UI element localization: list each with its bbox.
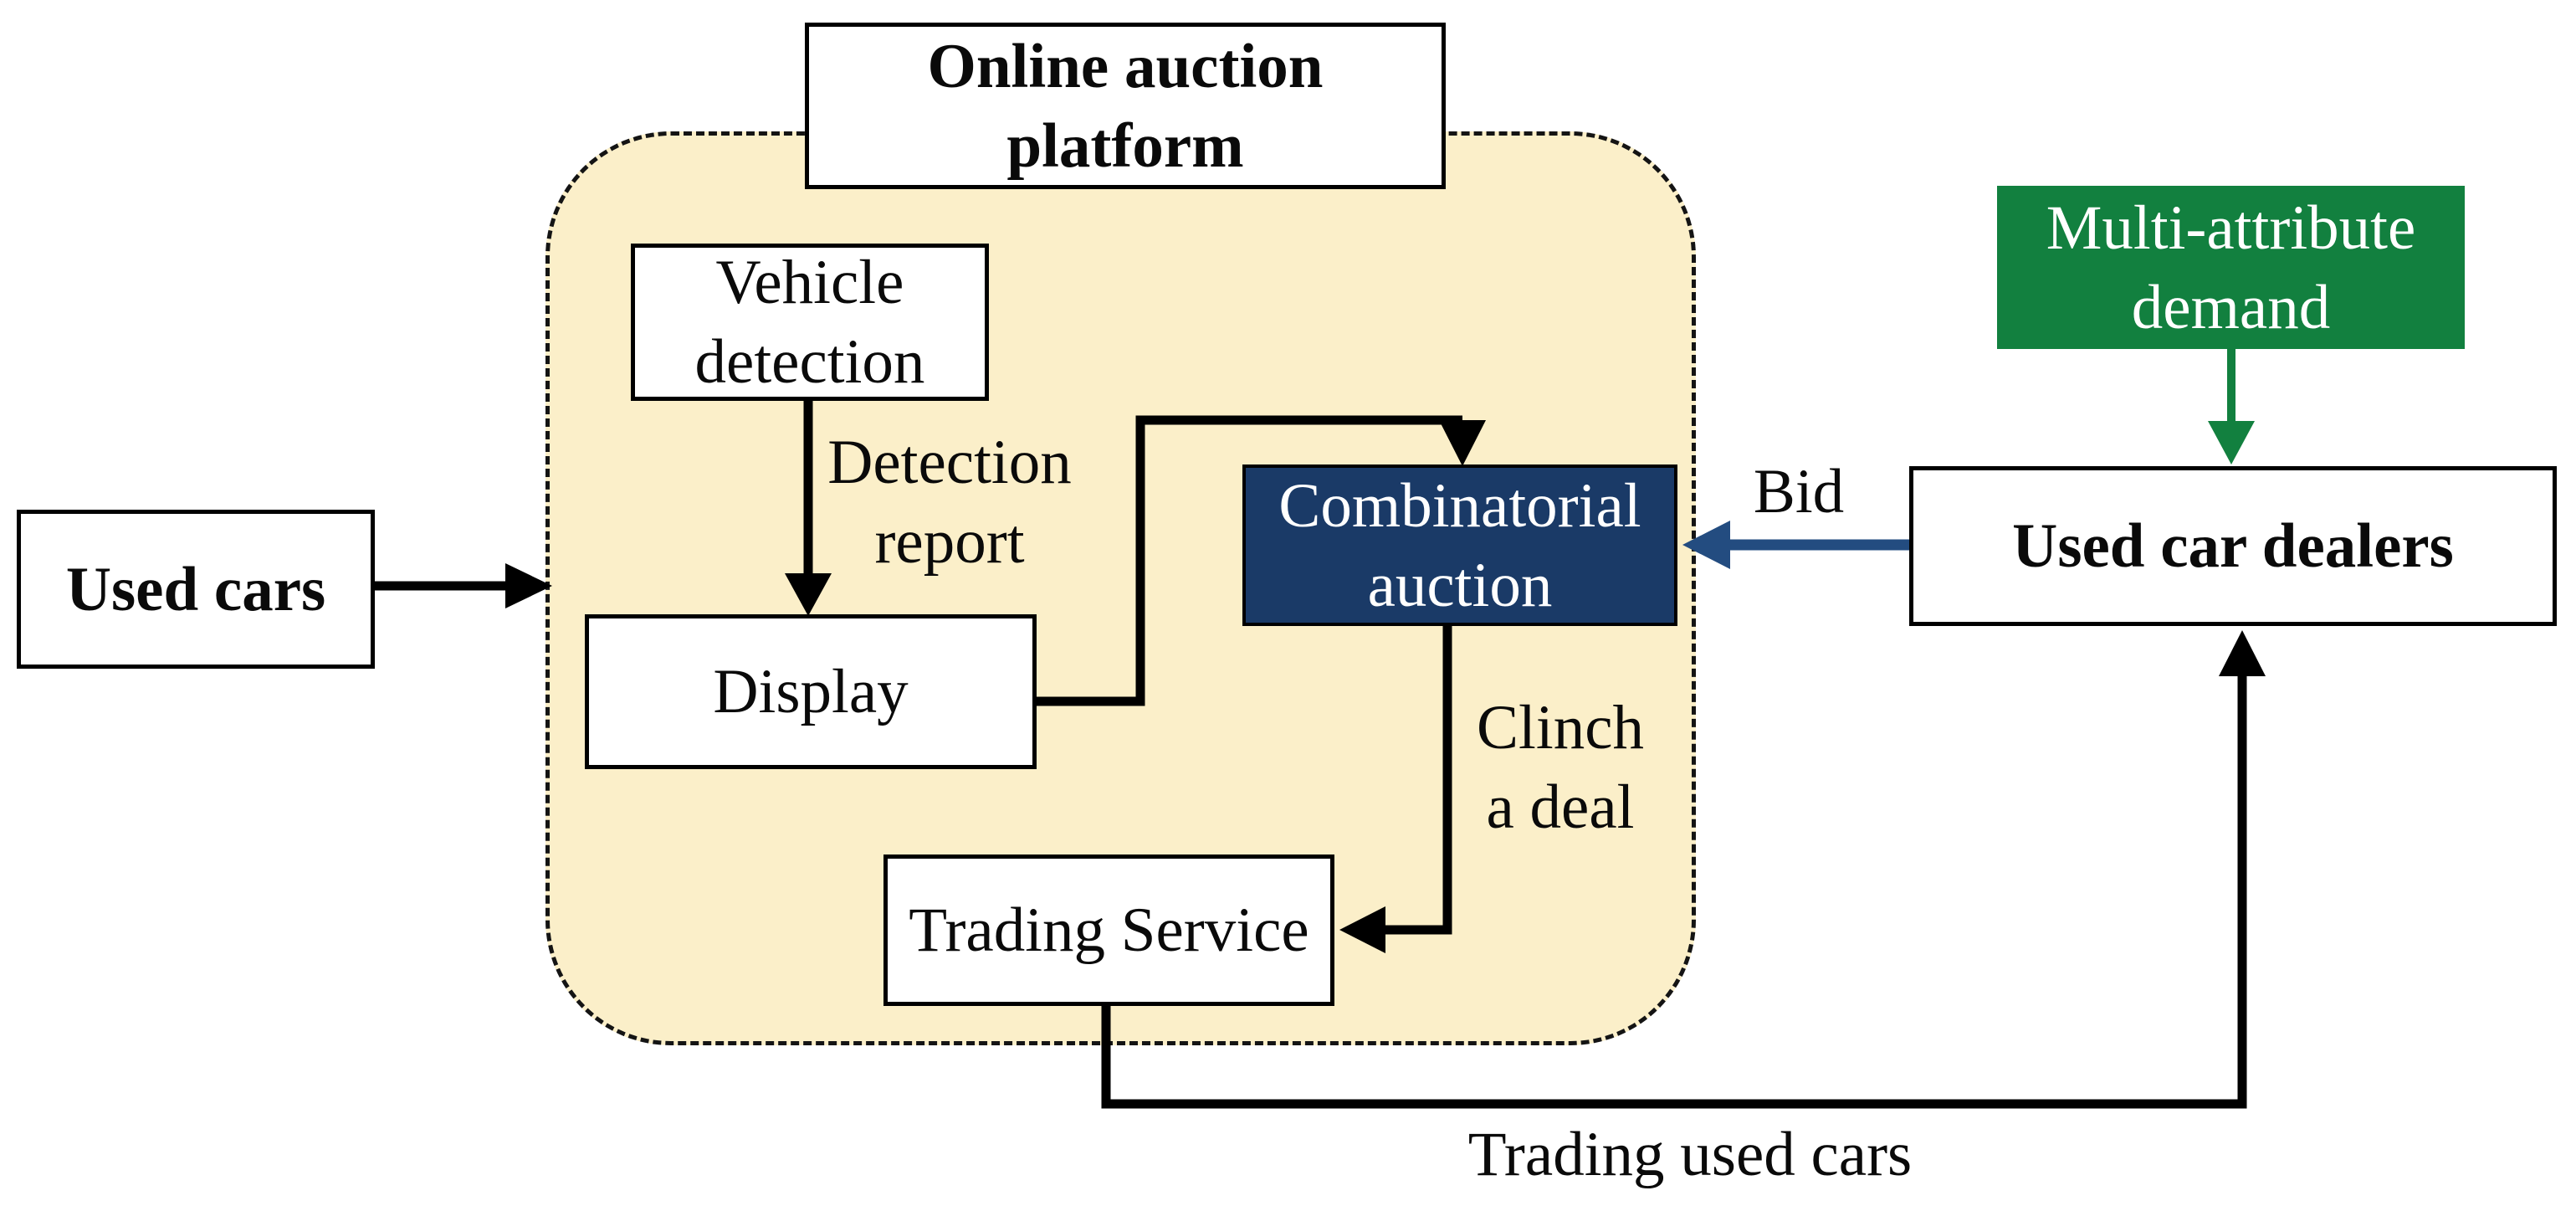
detection-report-label: Detection report <box>816 423 1083 582</box>
combinatorial-auction-line2: auction <box>1367 550 1553 620</box>
used-cars-box: Used cars <box>17 510 375 669</box>
detection-report-line1: Detection <box>827 428 1072 497</box>
combinatorial-auction-line1: Combinatorial <box>1278 470 1641 541</box>
demand-arrowhead <box>2208 421 2255 464</box>
multi-attribute-demand-line2: demand <box>2131 272 2331 342</box>
platform-title-line1: Online auction <box>927 31 1324 101</box>
display-to-combinatorial-arrow <box>1037 415 1486 706</box>
platform-title-box: Online auction platform <box>805 23 1446 189</box>
vehicle-detection-line2: detection <box>694 327 925 397</box>
bid-arrow <box>1682 521 1911 569</box>
vehicle-detection-to-display-arrow <box>785 401 832 616</box>
combinatorial-to-trading-arrow <box>1339 626 1452 953</box>
platform-title-line2: platform <box>1006 110 1244 181</box>
dealers-bottom-arrowhead <box>2219 630 2266 676</box>
clinch-a-deal-label: Clinch a deal <box>1468 688 1652 847</box>
vehicle-detection-box: Vehicle detection <box>631 244 989 401</box>
used-car-dealers-label: Used car dealers <box>2012 511 2454 581</box>
trading-to-dealers-arrow <box>1101 630 2266 1109</box>
used-cars-arrowhead <box>505 563 552 608</box>
trading-service-box: Trading Service <box>883 854 1334 1006</box>
used-car-dealers-box: Used car dealers <box>1909 466 2557 626</box>
detection-arrowhead <box>785 573 832 616</box>
used-cars-label: Used cars <box>65 554 326 624</box>
used-cars-to-platform-arrow <box>375 563 552 608</box>
combinatorial-arrowhead <box>1439 420 1486 466</box>
multi-attribute-demand-box: Multi-attribute demand <box>1997 186 2465 349</box>
display-label: Display <box>713 657 909 726</box>
vehicle-detection-line1: Vehicle <box>715 248 904 317</box>
trading-arrowhead <box>1339 906 1385 953</box>
trading-service-label: Trading Service <box>909 896 1309 965</box>
bid-arrowhead <box>1682 521 1730 569</box>
clinch-a-deal-line2: a deal <box>1486 772 1635 842</box>
bid-label: Bid <box>1753 457 1845 526</box>
detection-report-line2: report <box>874 507 1025 577</box>
demand-to-dealers-arrow <box>2208 347 2255 464</box>
clinch-a-deal-line1: Clinch <box>1477 693 1644 762</box>
trading-used-cars-label: Trading used cars <box>1467 1120 1913 1189</box>
multi-attribute-demand-line1: Multi-attribute <box>2046 192 2416 263</box>
display-box: Display <box>585 614 1037 769</box>
combinatorial-auction-box: Combinatorial auction <box>1242 464 1677 626</box>
